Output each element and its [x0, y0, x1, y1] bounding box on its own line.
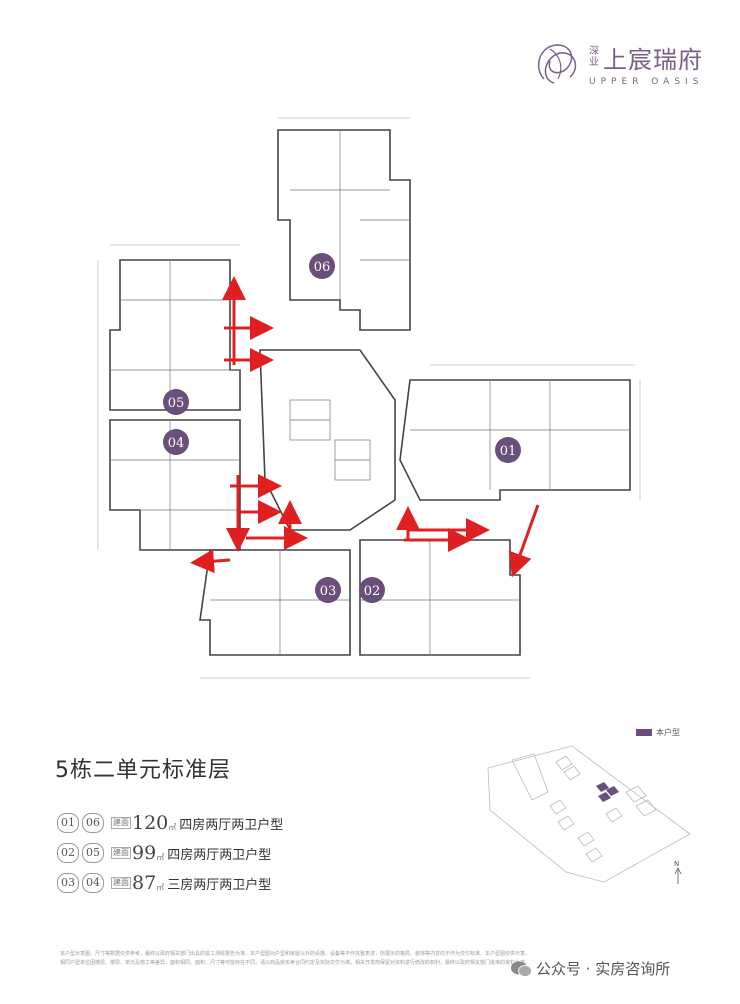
- unit-marker-03: [315, 577, 341, 603]
- unit-marker-04: [163, 429, 189, 455]
- unit-markers: [163, 253, 521, 603]
- unit-label: 01: [500, 444, 517, 459]
- unit-marker-05: [163, 389, 189, 415]
- unit-type-row: 03 04 建面 87 ㎡ 三房两厅两卫户型: [57, 872, 271, 894]
- unit-label: 02: [364, 584, 381, 599]
- area-value: 120: [132, 812, 169, 834]
- floor-plan: 06 05 04 01 03 02: [97, 117, 641, 679]
- legend: 本户型: [636, 727, 680, 738]
- unit-type-row: 02 05 建面 99 ㎡ 四房两厅两卫户型: [57, 842, 271, 864]
- legend-label: 本户型: [656, 728, 680, 737]
- brand-english: UPPER OASIS: [589, 77, 704, 87]
- unit-label: 03: [320, 584, 337, 599]
- area-unit: ㎡: [156, 852, 165, 862]
- dimension-lines: [97, 117, 641, 679]
- site-key-plan: N: [487, 745, 691, 884]
- area-tag: 建面: [111, 877, 131, 889]
- brand-mark-icon: [537, 44, 577, 84]
- unit-number-badge: 04: [82, 873, 104, 893]
- area-unit: ㎡: [156, 882, 165, 892]
- watermark: 公众号 · 实房咨询所: [510, 958, 670, 979]
- unit-type-row: 01 06 建面 120 ㎡ 四房两厅两卫户型: [57, 812, 283, 834]
- unit-marker-01: [495, 437, 521, 463]
- area-value: 87: [132, 872, 157, 894]
- brand-logo: 深业 上宸瑞府 UPPER OASIS: [530, 35, 715, 95]
- site-buildings: [511, 753, 657, 863]
- wechat-icon: [511, 961, 532, 977]
- unit-labels: 06 05 04 01 03 02: [168, 260, 517, 599]
- unit-label: 05: [168, 396, 185, 411]
- brand-name: 上宸瑞府: [603, 46, 703, 74]
- unit-label: 06: [314, 260, 331, 275]
- unit-number-badge: 03: [57, 873, 79, 893]
- north-arrow-icon: [674, 867, 682, 884]
- unit-marker-02: [359, 577, 385, 603]
- layout-name: 四房两厅两卫户型: [179, 817, 284, 833]
- area-value: 99: [132, 842, 157, 864]
- unit-label: 04: [168, 436, 185, 451]
- disclaimer-line: 相同户型单位因楼层、楼层、单元及施工等差异，面积相同、面积、尺寸等可能存在不同，…: [60, 960, 531, 966]
- legend-swatch: [636, 729, 652, 736]
- disclaimer-line: 本户型示意图，尺寸等数据仅供参考，最终以政府相关部门出具的竣工测绘报告为准。本户…: [60, 951, 531, 957]
- red-arrows: [190, 276, 540, 578]
- layout-name: 三房两厅两卫户型: [167, 877, 272, 893]
- unit-number-badge: 01: [57, 813, 79, 833]
- unit-number-badge: 06: [82, 813, 104, 833]
- page-title: 5栋二单元标准层: [55, 758, 231, 783]
- north-label: N: [674, 860, 679, 868]
- interior-walls: [110, 130, 630, 655]
- disclaimer: 本户型示意图，尺寸等数据仅供参考，最终以政府相关部门出具的竣工测绘报告为准。本户…: [60, 950, 680, 968]
- layout-name: 四房两厅两卫户型: [167, 847, 272, 863]
- area-unit: ㎡: [168, 822, 177, 832]
- unit-number-badge: 05: [82, 843, 104, 863]
- watermark-text: 公众号 · 实房咨询所: [536, 960, 671, 978]
- area-tag: 建面: [111, 817, 131, 829]
- site-boundary: [487, 745, 691, 883]
- brand-small-text: 深业: [589, 46, 599, 68]
- highlighted-building: [596, 782, 619, 802]
- unit-number-badge: 02: [57, 843, 79, 863]
- unit-marker-06: [309, 253, 335, 279]
- area-tag: 建面: [111, 847, 131, 859]
- building-walls: [109, 129, 631, 656]
